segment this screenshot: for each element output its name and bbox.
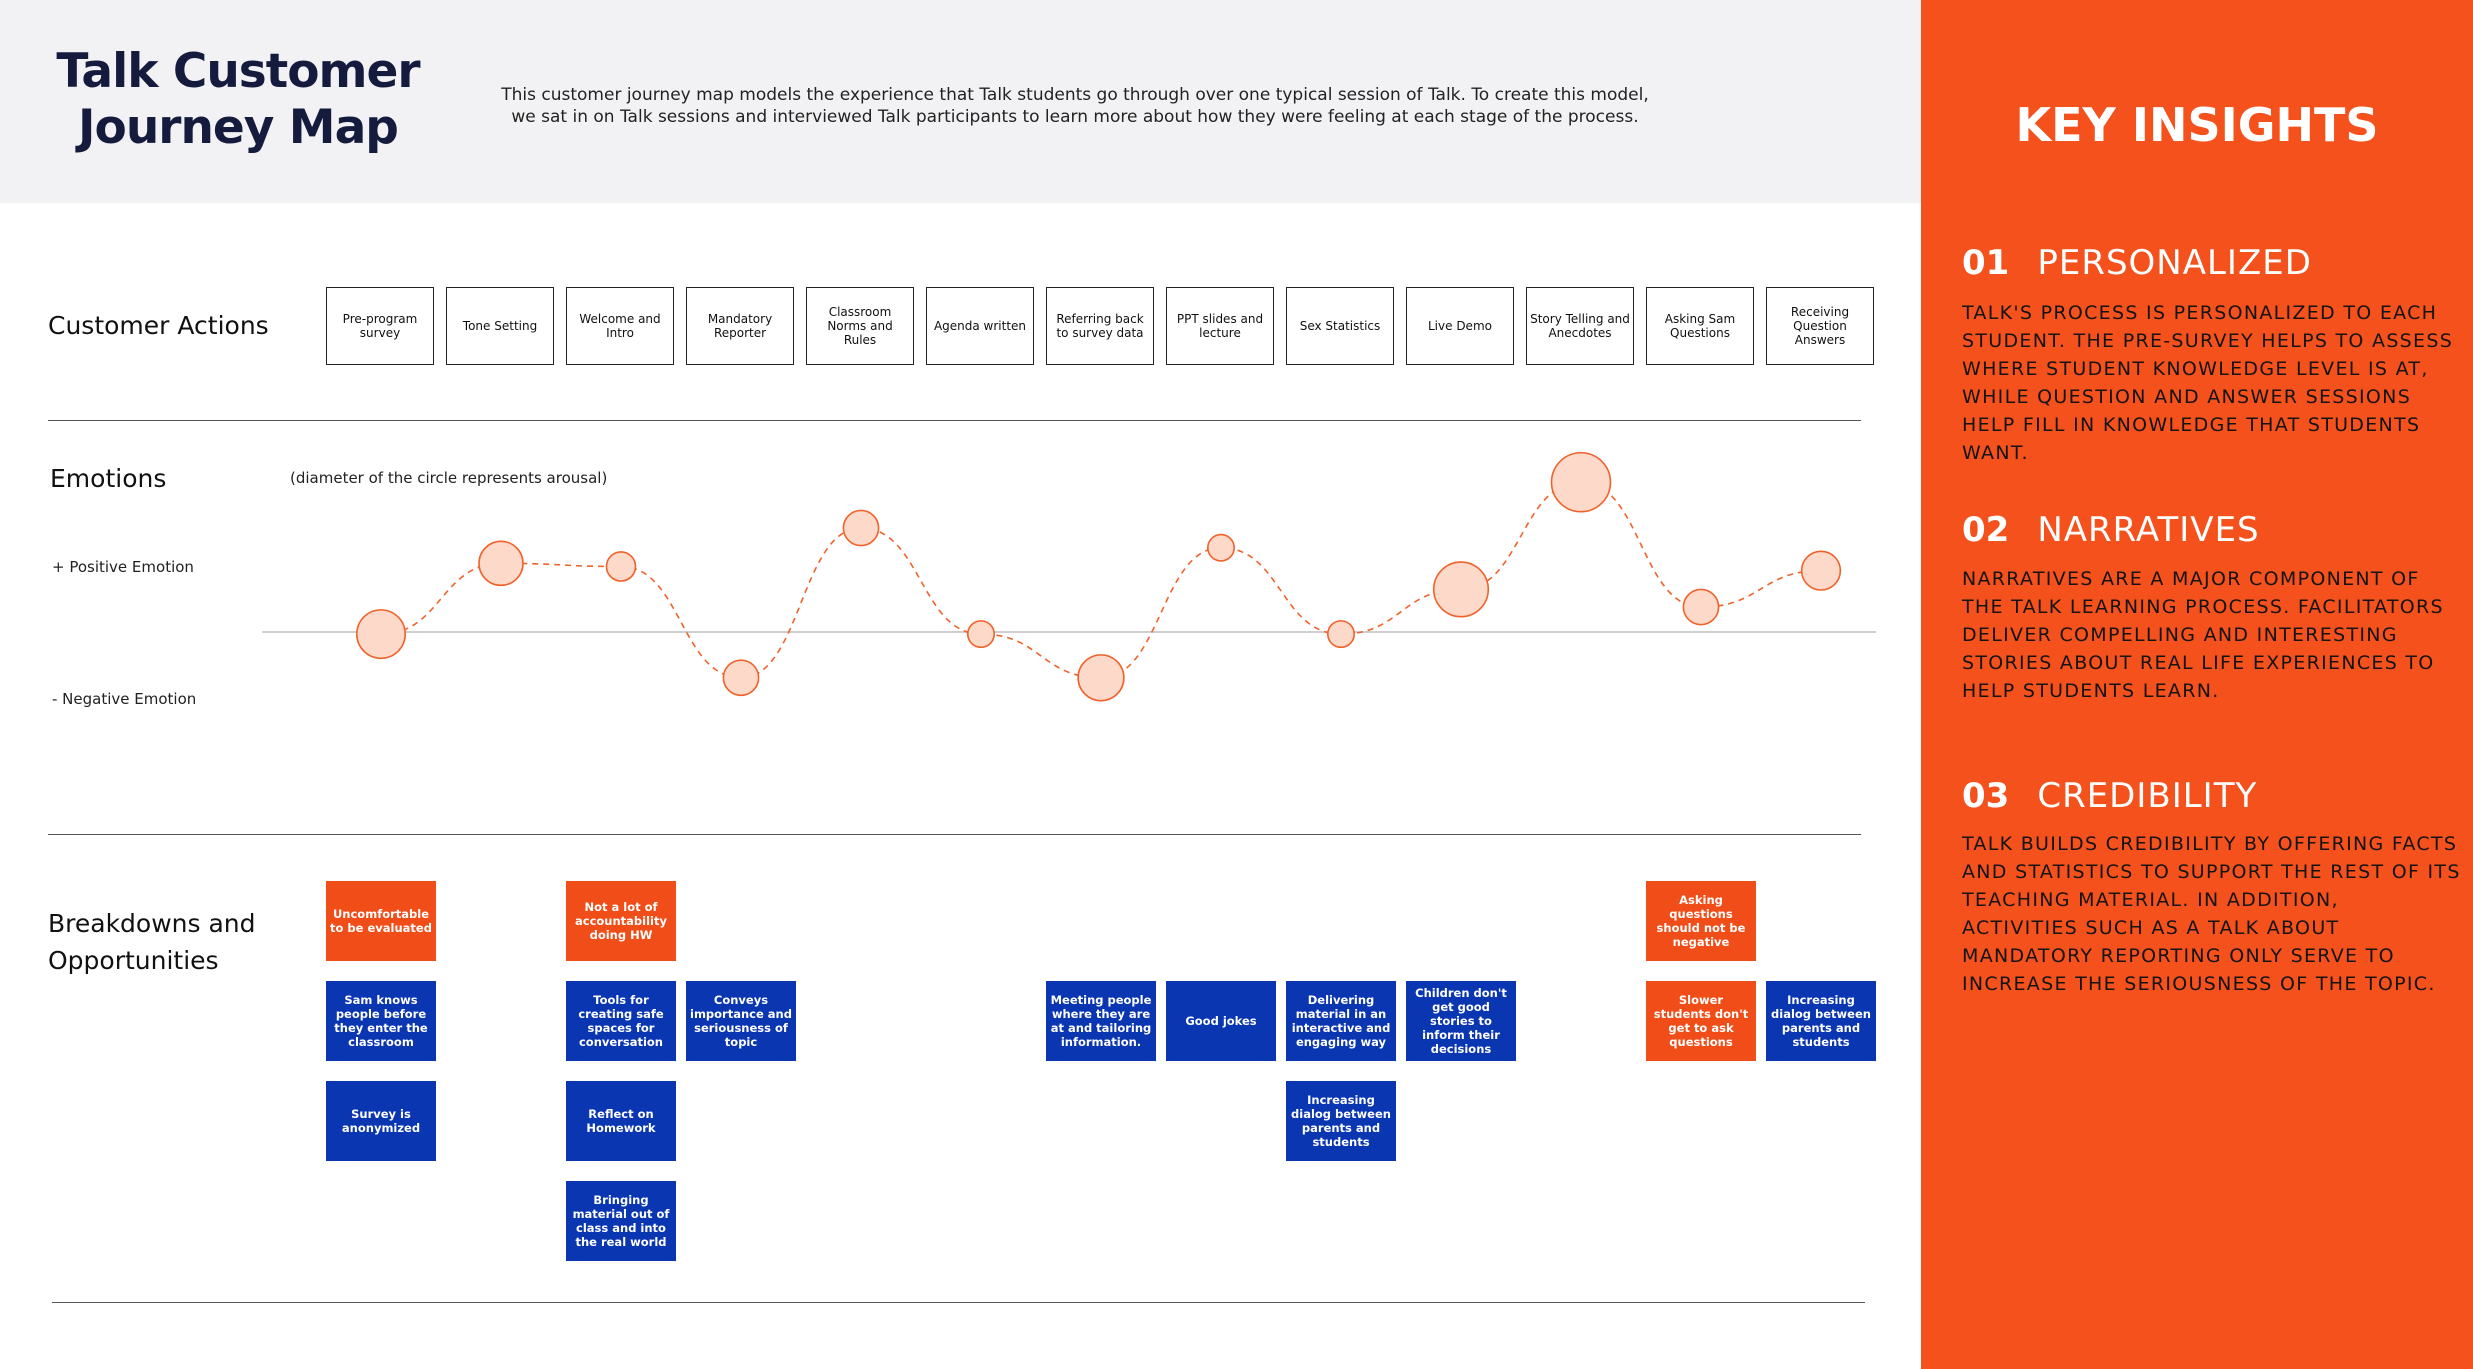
emotion-point	[722, 659, 760, 697]
emotion-point	[355, 609, 406, 660]
emotion-point	[966, 620, 995, 649]
breakdown-note: Uncomfortable to be evaluated	[326, 881, 436, 961]
opportunity-note: Conveys importance and seriousness of to…	[686, 981, 796, 1061]
opportunity-note: Bringing material out of class and into …	[566, 1181, 676, 1261]
action-box: Pre-program survey	[326, 287, 434, 365]
key-insights-title: KEY INSIGHTS	[2015, 98, 2379, 152]
intro-line1: This customer journey map models the exp…	[501, 85, 1649, 105]
emotion-point	[1207, 533, 1236, 562]
breakdowns-label-line1: Breakdowns and	[48, 909, 256, 938]
action-box: Asking Sam Questions	[1646, 287, 1754, 365]
emotion-point	[1077, 654, 1125, 702]
page-title-line1: Talk Customer	[56, 44, 420, 99]
action-box: Live Demo	[1406, 287, 1514, 365]
insight-body-1: Talk's process is personalized to each s…	[1962, 302, 2454, 464]
insight-body-3: Talk builds credibility by offering fact…	[1962, 833, 2461, 995]
emotion-point	[478, 540, 524, 587]
emotion-point	[1682, 588, 1720, 626]
emotion-point	[1550, 451, 1612, 513]
emotion-point	[1800, 550, 1842, 591]
insight-number: 02	[1962, 510, 2010, 550]
emotion-point	[1327, 620, 1356, 649]
divider-bottom	[52, 1302, 1865, 1303]
insight-heading-1: 01 PERSONALIZED	[1962, 243, 2312, 283]
negative-emotion-label: - Negative Emotion	[52, 690, 197, 708]
emotion-point	[842, 509, 880, 547]
action-box: Welcome and Intro	[566, 287, 674, 365]
action-box: Receiving Question Answers	[1766, 287, 1874, 365]
opportunity-note: Increasing dialog between parents and st…	[1766, 981, 1876, 1061]
insight-title: CREDIBILITY	[2037, 776, 2258, 816]
key-insights-panel: KEY INSIGHTS 01 PERSONALIZED Talk's proce…	[1921, 0, 2473, 1369]
emotion-curve-chart	[262, 451, 1876, 702]
emotions-note: (diameter of the circle represents arous…	[290, 469, 608, 487]
action-box: Tone Setting	[446, 287, 554, 365]
action-box: PPT slides and lecture	[1166, 287, 1274, 365]
insight-title: NARRATIVES	[2037, 510, 2260, 550]
divider-actions	[48, 420, 1861, 421]
insight-number: 03	[1962, 776, 2010, 816]
opportunity-note: Delivering material in an interactive an…	[1286, 981, 1396, 1061]
intro-text: This customer journey map models the exp…	[500, 84, 1650, 128]
customer-actions-label: Customer Actions	[48, 311, 269, 340]
action-box: Story Telling and Anecdotes	[1526, 287, 1634, 365]
opportunity-note: Good jokes	[1166, 981, 1276, 1061]
breakdowns-label: Breakdowns and Opportunities	[48, 905, 256, 979]
opportunity-note: Survey is anonymized	[326, 1081, 436, 1161]
opportunity-note: Meeting people where they are at and tai…	[1046, 981, 1156, 1061]
breakdown-note: Not a lot of accountability doing HW	[566, 881, 676, 961]
page-title-line2: Journey Map	[78, 100, 399, 155]
emotion-point	[605, 551, 637, 582]
emotions-label: Emotions	[50, 464, 167, 493]
opportunity-note: Children don't get good stories to infor…	[1406, 981, 1516, 1061]
opportunity-note: Increasing dialog between parents and st…	[1286, 1081, 1396, 1161]
emotion-curve	[380, 481, 1822, 679]
emotion-point	[1432, 561, 1490, 618]
action-box: Mandatory Reporter	[686, 287, 794, 365]
insight-heading-3: 03 CREDIBILITY	[1962, 776, 2257, 816]
header-band	[0, 0, 1921, 203]
opportunity-note: Sam knows people before they enter the c…	[326, 981, 436, 1061]
opportunity-note: Reflect on Homework	[566, 1081, 676, 1161]
divider-emotions	[48, 834, 1861, 835]
insight-heading-2: 02 NARRATIVES	[1962, 510, 2260, 550]
insight-number: 01	[1962, 243, 2010, 283]
page-title: Talk Customer Journey Map	[28, 44, 448, 156]
breakdown-note: Asking questions should not be negative	[1646, 881, 1756, 961]
opportunity-note: Tools for creating safe spaces for conve…	[566, 981, 676, 1061]
positive-emotion-label: + Positive Emotion	[52, 558, 194, 576]
action-box: Sex Statistics	[1286, 287, 1394, 365]
action-box: Referring back to survey data	[1046, 287, 1154, 365]
intro-line2: we sat in on Talk sessions and interview…	[511, 107, 1639, 127]
action-box: Agenda written	[926, 287, 1034, 365]
action-box: Classroom Norms and Rules	[806, 287, 914, 365]
breakdown-note: Slower students don't get to ask questio…	[1646, 981, 1756, 1061]
insight-title: PERSONALIZED	[2037, 243, 2312, 283]
insight-body-2: Narratives are a major component of the …	[1962, 568, 2444, 702]
breakdowns-label-line2: Opportunities	[48, 946, 219, 975]
